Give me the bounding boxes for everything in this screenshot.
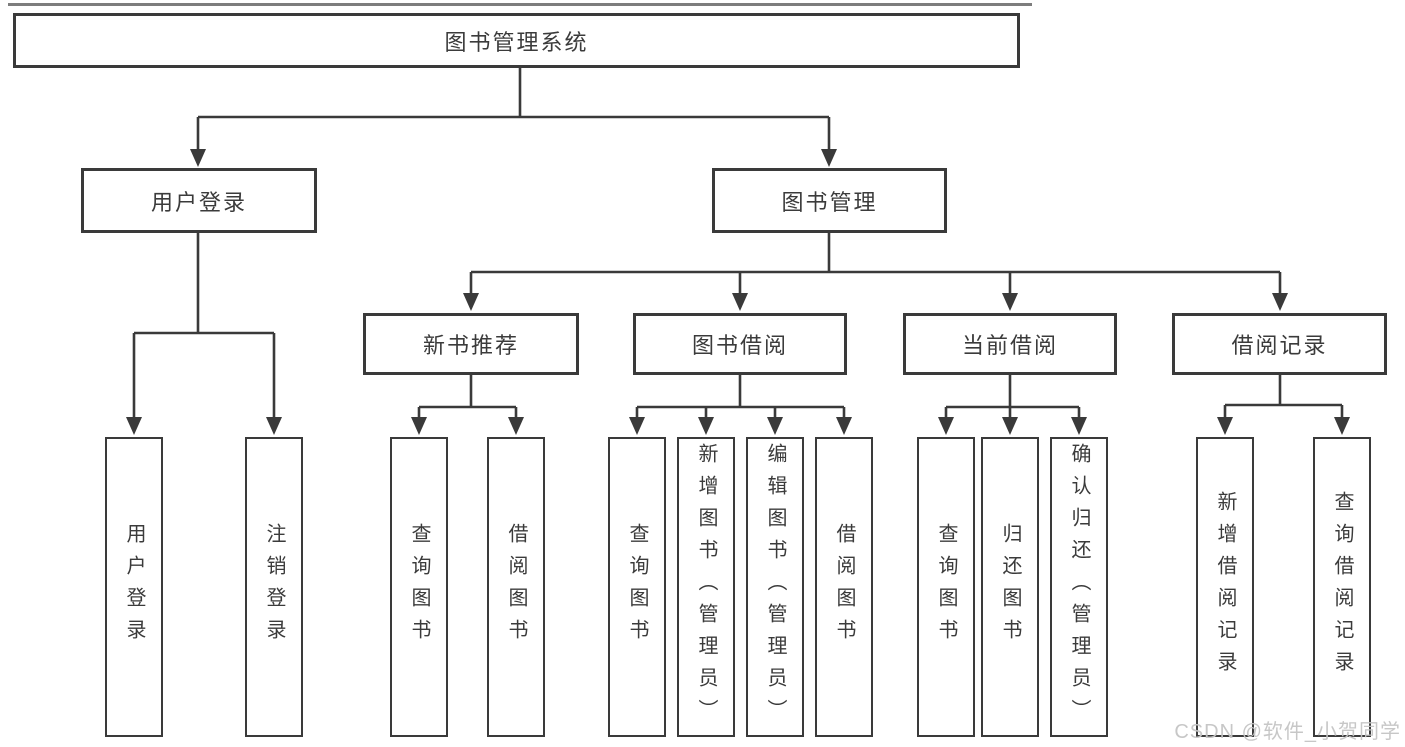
leaf-borrow-books-recommend-label: 借阅图书 [505,523,527,651]
leaf-logout-login-label: 注销登录 [263,523,285,651]
leaf-edit-books-admin-label: 编辑图书（管理员） [764,443,786,731]
leaf-query-books-recommend-label: 查询图书 [408,523,430,651]
leaf-query-borrow-record: 查询借阅记录 [1313,437,1371,737]
node-book-borrowing: 图书借阅 [633,313,847,375]
leaf-add-borrow-record: 新增借阅记录 [1196,437,1254,737]
csdn-watermark: CSDN @软件_小贺同学 [1174,721,1401,743]
node-root: 图书管理系统 [13,13,1020,68]
leaf-confirm-return-admin: 确认归还（管理员） [1050,437,1108,737]
connector-path [132,68,1344,418]
leaf-query-books-current: 查询图书 [917,437,975,737]
leaf-logout-login: 注销登录 [245,437,303,737]
leaf-return-books-label: 归还图书 [999,523,1021,651]
leaf-query-books-current-label: 查询图书 [935,523,957,651]
node-new-book-recommendation-label: 新书推荐 [422,333,519,358]
node-root-label: 图书管理系统 [444,29,589,55]
leaf-add-borrow-record-label: 新增借阅记录 [1214,491,1236,683]
leaf-user-login: 用户登录 [105,437,163,737]
node-book-management: 图书管理 [712,168,947,233]
node-current-borrowing: 当前借阅 [903,313,1117,375]
node-borrowing-records: 借阅记录 [1172,313,1387,375]
node-user-login: 用户登录 [81,168,317,233]
node-book-management-label: 图书管理 [781,189,878,215]
node-current-borrowing-label: 当前借阅 [961,333,1058,358]
leaf-borrow-books-recommend: 借阅图书 [487,437,545,737]
leaf-add-books-admin-label: 新增图书（管理员） [695,443,717,731]
leaf-return-books: 归还图书 [981,437,1039,737]
node-borrowing-records-label: 借阅记录 [1231,333,1328,358]
node-new-book-recommendation: 新书推荐 [363,313,579,375]
leaf-query-books-borrow-label: 查询图书 [626,523,648,651]
node-book-borrowing-label: 图书借阅 [691,333,788,358]
leaf-confirm-return-admin-label: 确认归还（管理员） [1068,443,1090,731]
leaf-borrow-books-borrow: 借阅图书 [815,437,873,737]
leaf-query-books-borrow: 查询图书 [608,437,666,737]
node-user-login-label: 用户登录 [150,189,247,215]
leaf-query-books-recommend: 查询图书 [390,437,448,737]
outer-top-line [8,3,1032,6]
leaf-user-login-label: 用户登录 [123,523,145,651]
leaf-edit-books-admin: 编辑图书（管理员） [746,437,804,737]
leaf-query-borrow-record-label: 查询借阅记录 [1331,491,1353,683]
leaf-add-books-admin: 新增图书（管理员） [677,437,735,737]
leaf-borrow-books-borrow-label: 借阅图书 [833,523,855,651]
